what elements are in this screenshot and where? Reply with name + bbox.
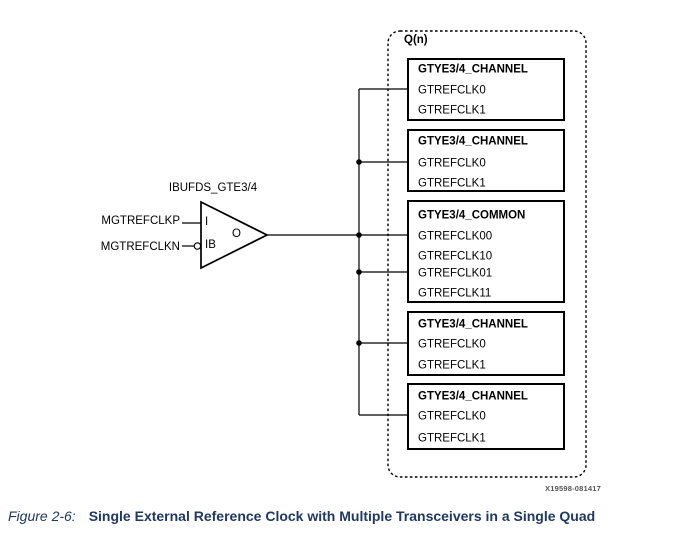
junction-dot — [356, 340, 362, 346]
buffer-name-label: IBUFDS_GTE3/4 — [168, 182, 258, 194]
mgtrefclkn-label: MGTREFCLKN — [100, 241, 180, 253]
block-channel-3: GTYE3/4_CHANNEL GTREFCLK0 GTREFCLK1 — [407, 311, 565, 376]
junction-dot — [356, 159, 362, 165]
port-label: GTREFCLK10 — [418, 250, 493, 263]
port-label: GTREFCLK1 — [418, 432, 486, 445]
block-channel-2: GTYE3/4_CHANNEL GTREFCLK0 GTREFCLK1 — [407, 129, 565, 192]
port-label: GTREFCLK1 — [418, 104, 486, 117]
pin-ib-label: IB — [205, 239, 216, 251]
block-title: GTYE3/4_CHANNEL — [418, 318, 528, 331]
figure-caption-label: Figure 2-6: — [8, 508, 76, 524]
port-label: GTREFCLK1 — [418, 177, 486, 190]
port-label: GTREFCLK0 — [418, 338, 486, 351]
junction-dot — [356, 232, 362, 238]
junction-dot — [356, 269, 362, 275]
port-label: GTREFCLK0 — [418, 84, 486, 97]
block-channel-4: GTYE3/4_CHANNEL GTREFCLK0 GTREFCLK1 — [407, 383, 565, 450]
pin-o-label: O — [232, 228, 241, 240]
port-label: GTREFCLK01 — [418, 267, 493, 280]
port-label: GTREFCLK11 — [418, 287, 492, 300]
port-label: GTREFCLK0 — [418, 410, 486, 423]
block-title: GTYE3/4_COMMON — [418, 209, 526, 222]
pin-i-label: I — [205, 216, 209, 228]
port-label: GTREFCLK00 — [418, 230, 493, 243]
port-label: GTREFCLK1 — [418, 359, 486, 372]
inversion-bubble-icon — [193, 242, 202, 250]
block-channel-1: GTYE3/4_CHANNEL GTREFCLK0 GTREFCLK1 — [407, 58, 565, 121]
quad-dashed-border — [387, 30, 587, 478]
block-title: GTYE3/4_CHANNEL — [418, 390, 528, 403]
figure-caption: Figure 2-6: Single External Reference Clo… — [8, 508, 595, 524]
port-label: GTREFCLK0 — [418, 157, 486, 170]
buffer-triangle-icon — [200, 200, 269, 270]
block-title: GTYE3/4_CHANNEL — [418, 63, 528, 76]
image-number-watermark: X19598-081417 — [545, 484, 601, 493]
quad-label: Q(n) — [404, 34, 428, 46]
block-common: GTYE3/4_COMMON GTREFCLK00 GTREFCLK10 GTR… — [407, 200, 565, 303]
mgtrefclkp-label: MGTREFCLKP — [101, 215, 180, 227]
figure-caption-text: Single External Reference Clock with Mul… — [88, 508, 596, 524]
block-title: GTYE3/4_CHANNEL — [418, 135, 528, 148]
